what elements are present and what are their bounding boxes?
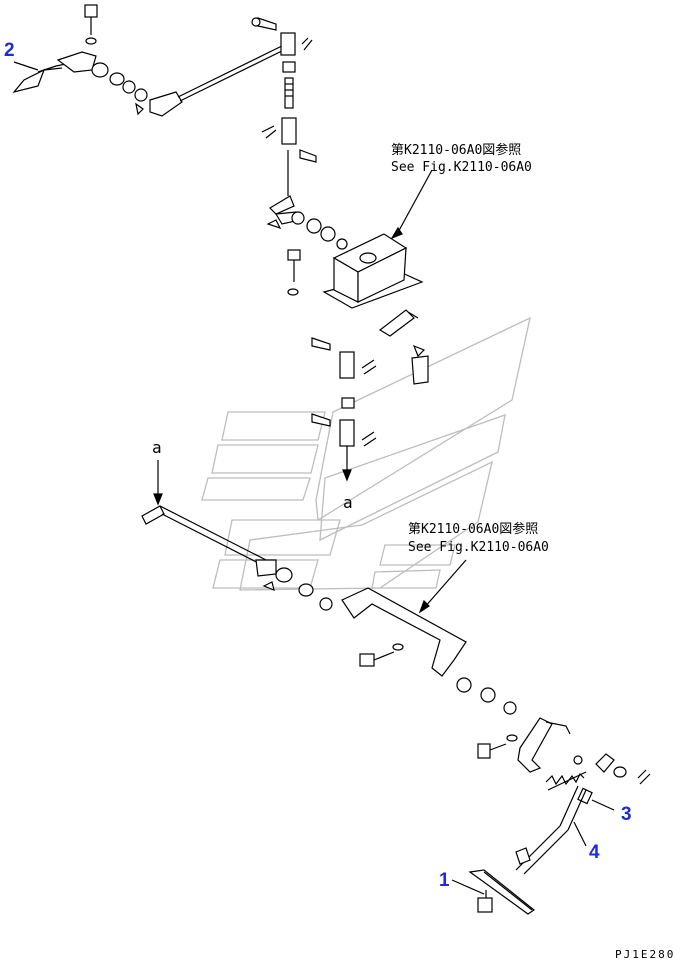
marker-a-left: a — [152, 438, 162, 457]
leader-lines — [13, 61, 615, 895]
reference-lower-jp: 第K2110-06A0図参照 — [408, 521, 538, 537]
watermark-logo — [201, 316, 531, 591]
marker-a-center: a — [343, 493, 353, 512]
shaft-assembly — [141, 460, 333, 611]
callout-1: 1 — [439, 870, 450, 891]
upper-rod-assembly — [251, 17, 348, 250]
reference-upper-jp: 第K2110-06A0図参照 — [391, 142, 521, 158]
lower-lever-assembly — [468, 717, 651, 915]
callout-4: 4 — [589, 842, 600, 863]
reference-upper-en: See Fig.K2110-06A0 — [391, 160, 532, 175]
bracket-assembly — [341, 587, 517, 715]
callout-3: 3 — [621, 804, 632, 825]
callout-2: 2 — [4, 40, 15, 61]
actuator-box — [287, 233, 429, 385]
middle-linkage — [311, 337, 377, 482]
reference-lower-en: See Fig.K2110-06A0 — [408, 540, 549, 555]
drawing-code: PJ1E280 — [615, 948, 675, 961]
upper-lever-assembly — [12, 4, 293, 117]
